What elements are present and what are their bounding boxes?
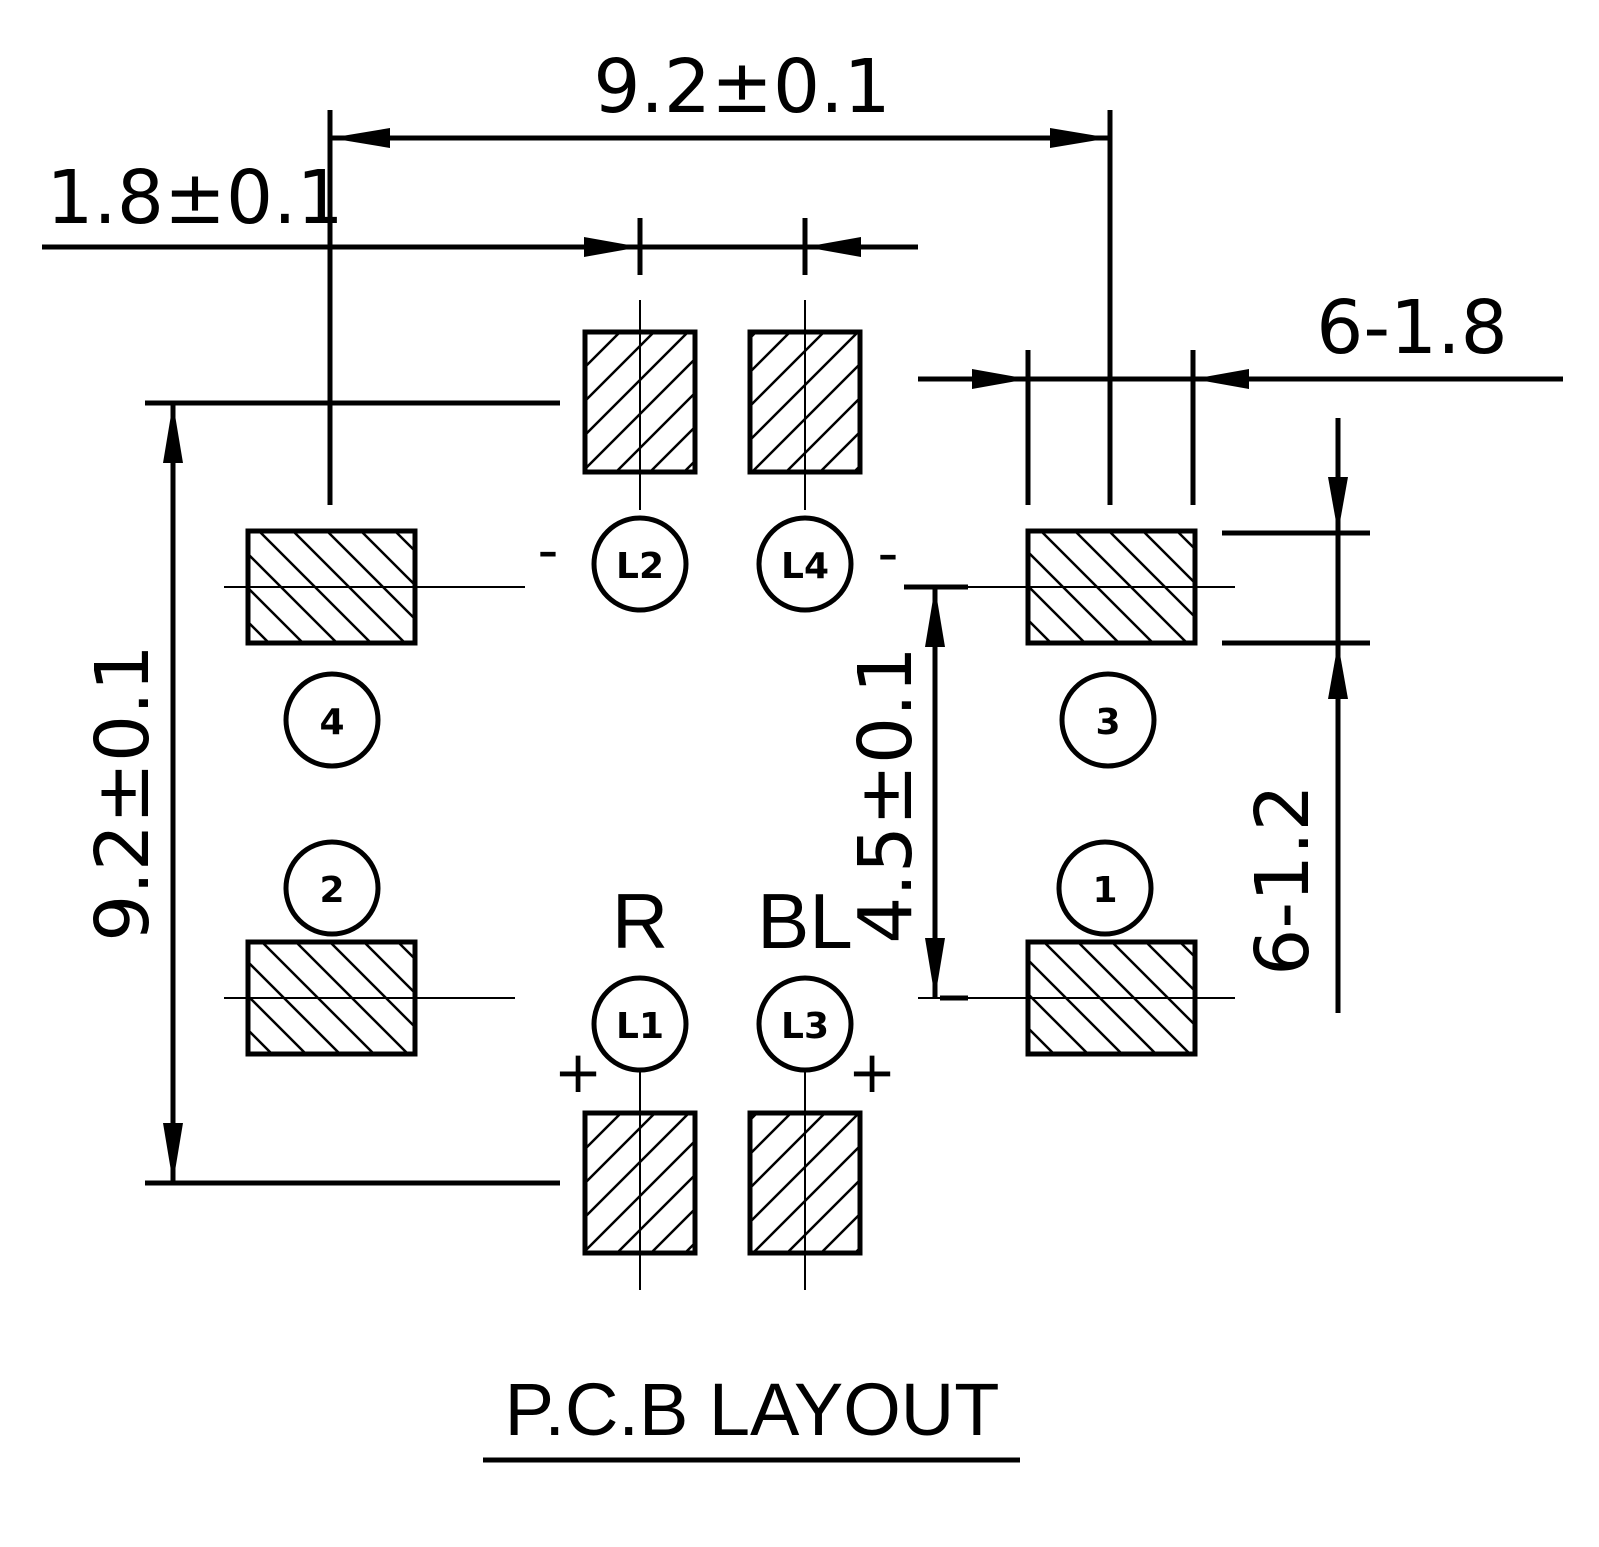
- pin-3-number: 3: [1095, 702, 1120, 743]
- led-l4-marker: L4: [756, 515, 854, 613]
- pad-width-label: 6-1.8: [1316, 285, 1507, 371]
- pin-pitch-label: 4.5±0.1: [843, 646, 929, 943]
- led-l1-label: L1: [616, 1006, 664, 1047]
- l4-minus-mark: -: [878, 519, 899, 587]
- pad-gap-label: 1.8±0.1: [46, 155, 343, 241]
- led-l3-marker: L3: [756, 975, 854, 1073]
- l3-plus-mark: +: [848, 1038, 897, 1106]
- red-led-label: R: [612, 877, 668, 965]
- drawing-title: P.C.B LAYOUT: [505, 1368, 1000, 1451]
- blue-led-label: BL: [757, 877, 852, 965]
- led-l1-marker: L1: [591, 975, 689, 1073]
- left-height-arrow-top: [163, 403, 183, 463]
- pin-pitch-arrow-bottom: [925, 938, 945, 998]
- left-height-label: 9.2±0.1: [80, 644, 166, 941]
- pad-gap-arrow-left: [584, 237, 640, 257]
- led-l2-marker: L2: [591, 515, 689, 613]
- pad-gap-arrow-right: [805, 237, 861, 257]
- led-l4-label: L4: [781, 546, 829, 587]
- l1-plus-mark: +: [554, 1038, 603, 1106]
- top-width-label: 9.2±0.1: [593, 44, 890, 130]
- pad-height-arrow-top: [1328, 477, 1348, 533]
- pin-4-marker: 4: [283, 671, 381, 769]
- led-l2-label: L2: [616, 546, 664, 587]
- pin-1-marker: 1: [1056, 839, 1154, 937]
- pad-width-arrow-right: [1193, 369, 1249, 389]
- left-height-arrow-bottom: [163, 1123, 183, 1183]
- pin-3-marker: 3: [1059, 671, 1157, 769]
- pin-pitch-arrow-top: [925, 587, 945, 647]
- pin-2-marker: 2: [283, 839, 381, 937]
- pad-height-label: 6-1.2: [1240, 784, 1326, 975]
- pad-width-arrow-left: [972, 369, 1028, 389]
- pad-height-arrow-bottom: [1328, 643, 1348, 699]
- led-l3-label: L3: [781, 1006, 829, 1047]
- l2-minus-mark: -: [538, 516, 559, 584]
- top-width-arrow-right: [1050, 128, 1110, 148]
- pin-1-number: 1: [1092, 870, 1117, 911]
- pin-2-number: 2: [319, 870, 344, 911]
- top-width-arrow-left: [330, 128, 390, 148]
- pin-4-number: 4: [319, 702, 344, 743]
